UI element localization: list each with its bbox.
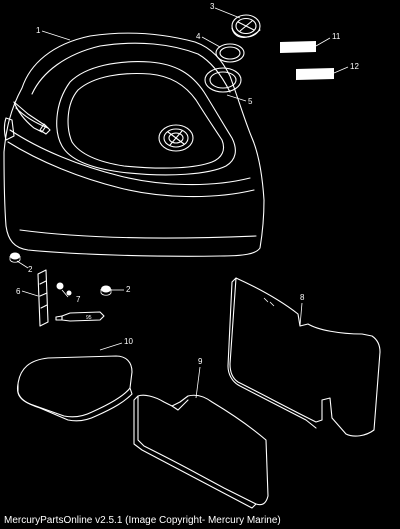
leader-lines xyxy=(16,7,349,399)
callout-2b: 2 xyxy=(126,285,131,294)
callout-3: 3 xyxy=(210,2,215,11)
callout-7: 7 xyxy=(76,295,81,304)
callout-11: 11 xyxy=(332,32,341,41)
grommet-part-b xyxy=(100,285,112,296)
bracket-part xyxy=(37,269,49,327)
callout-10: 10 xyxy=(124,337,133,346)
callout-2a: 2 xyxy=(28,265,33,274)
sealant-tube-part: 95 xyxy=(55,311,105,322)
seal-ring-part xyxy=(204,67,242,93)
acoustic-panel-part-8 xyxy=(227,277,381,437)
screw-part xyxy=(56,282,72,296)
pad-part xyxy=(16,355,133,422)
grommet-part-a xyxy=(9,252,21,263)
callout-1: 1 xyxy=(36,26,41,35)
top-cowl-part xyxy=(3,32,265,257)
callout-6: 6 xyxy=(16,287,21,296)
acoustic-panel-part-9 xyxy=(133,394,269,509)
decal-part-12 xyxy=(296,68,334,80)
exploded-parts-diagram: 95 xyxy=(3,2,381,509)
callout-8: 8 xyxy=(300,293,305,302)
sealant-tube-label: 95 xyxy=(86,315,92,321)
callout-5: 5 xyxy=(248,97,253,106)
copyright-footer: MercuryPartsOnline v2.5.1 (Image Copyrig… xyxy=(0,512,400,529)
callout-labels: 1 3 4 5 11 12 2 2 6 7 8 9 10 xyxy=(16,2,359,366)
decal-part-11 xyxy=(280,41,316,53)
callout-12: 12 xyxy=(350,62,359,71)
gasket-part xyxy=(215,43,245,63)
callout-9: 9 xyxy=(198,357,203,366)
callout-4: 4 xyxy=(196,32,201,41)
cap-part xyxy=(231,14,261,38)
